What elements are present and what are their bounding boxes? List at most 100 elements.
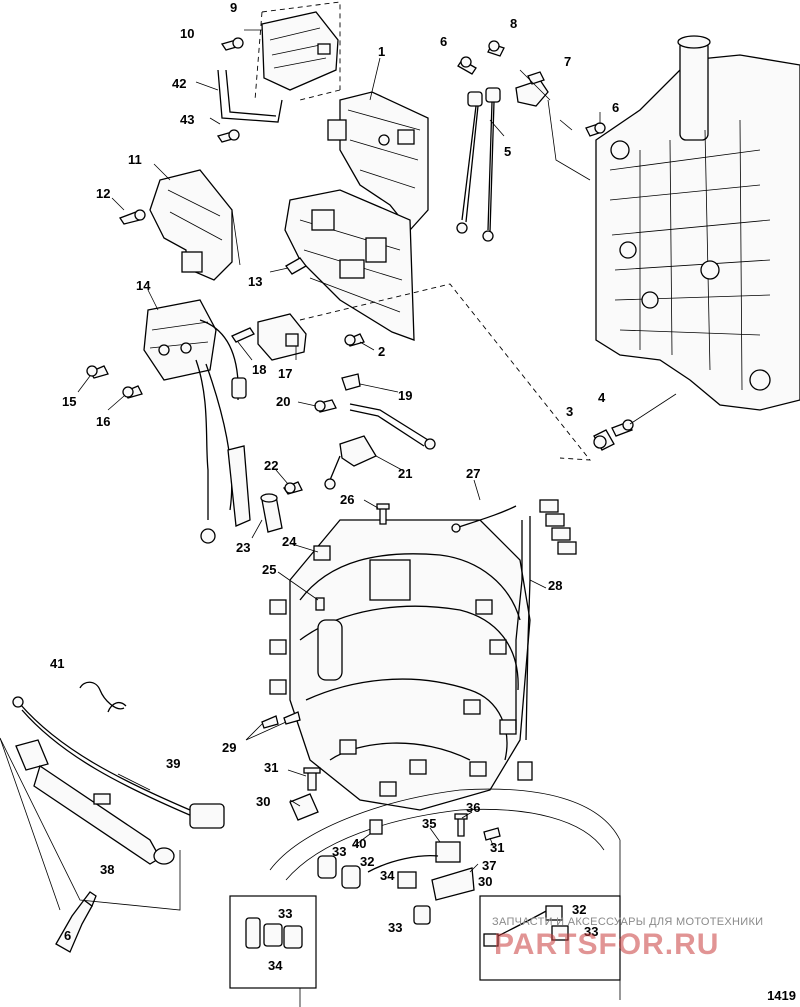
callout-30-left[interactable]: 30	[256, 794, 270, 809]
callout-33-inset-right[interactable]: 33	[584, 924, 598, 939]
electrical-bracket-assembly[interactable]	[284, 189, 415, 341]
callout-18[interactable]: 18	[252, 362, 266, 377]
callout-34-inset[interactable]: 34	[268, 958, 283, 973]
callout-23[interactable]: 23	[236, 540, 250, 555]
callout-32-main[interactable]: 32	[360, 854, 374, 869]
callout-24[interactable]: 24	[282, 534, 297, 549]
callout-36[interactable]: 36	[466, 800, 480, 815]
part-33-seal[interactable]	[413, 905, 431, 925]
part-40-clip[interactable]	[369, 819, 383, 835]
callout-41[interactable]: 41	[50, 656, 64, 671]
callout-33-main-left[interactable]: 33	[332, 844, 346, 859]
callout-30-right[interactable]: 30	[478, 874, 492, 889]
part-31-screw-a[interactable]	[303, 767, 321, 791]
callout-25[interactable]: 25	[262, 562, 276, 577]
callout-42[interactable]: 42	[172, 76, 186, 91]
part-38-adapter[interactable]	[15, 739, 175, 865]
part-3-grommet[interactable]	[593, 429, 615, 451]
callout-15[interactable]: 15	[62, 394, 76, 409]
part-2-screw[interactable]	[344, 333, 365, 347]
part-6-sealant-tube[interactable]	[55, 891, 97, 953]
part-25-clip[interactable]	[315, 597, 325, 611]
callout-14[interactable]: 14	[136, 278, 151, 293]
callout-19[interactable]: 19	[398, 388, 412, 403]
callout-32-inset[interactable]: 32	[572, 902, 586, 917]
part-43-screw[interactable]	[216, 129, 240, 143]
part-29-screws[interactable]	[261, 711, 301, 729]
part-41-clip[interactable]	[79, 681, 127, 713]
callout-16[interactable]: 16	[96, 414, 110, 429]
part-42-bracket[interactable]	[217, 69, 283, 123]
part-22-screw[interactable]	[283, 481, 303, 495]
callout-13[interactable]: 13	[248, 274, 262, 289]
callout-37[interactable]: 37	[482, 858, 496, 873]
part-6-screw-a[interactable]	[457, 56, 477, 75]
callout-38[interactable]: 38	[100, 862, 114, 877]
part-14-harness-block[interactable]	[143, 299, 247, 544]
callout-21[interactable]: 21	[398, 466, 412, 481]
part-23-boot[interactable]	[227, 445, 283, 533]
callout-26[interactable]: 26	[340, 492, 354, 507]
part-39-cable[interactable]	[12, 696, 225, 829]
part-30-bracket-a[interactable]	[289, 793, 319, 821]
part-9-module[interactable]	[254, 1, 341, 101]
part-19-bracket[interactable]	[341, 373, 361, 391]
callout-35[interactable]: 35	[422, 816, 436, 831]
part-34-connector-a[interactable]	[397, 871, 417, 889]
callout-39[interactable]: 39	[166, 756, 180, 771]
part-1-bracket[interactable]	[327, 91, 429, 232]
callout-33-inset-left[interactable]: 33	[278, 906, 292, 921]
callout-40[interactable]: 40	[352, 836, 366, 851]
callout-31-left[interactable]: 31	[264, 760, 278, 775]
callout-17[interactable]: 17	[278, 366, 292, 381]
callout-6-top[interactable]: 6	[440, 34, 447, 49]
callout-43[interactable]: 43	[180, 112, 194, 127]
part-8-screw[interactable]	[487, 40, 505, 57]
part-10-screw[interactable]	[220, 37, 244, 51]
callout-22[interactable]: 22	[264, 458, 278, 473]
callout-28[interactable]: 28	[548, 578, 562, 593]
part-11-coil-pack[interactable]	[149, 169, 241, 281]
callout-8[interactable]: 8	[510, 16, 517, 31]
callout-9[interactable]: 9	[230, 0, 237, 15]
callout-31-right[interactable]: 31	[490, 840, 504, 855]
part-18-screw[interactable]	[231, 327, 255, 343]
part-27-wire[interactable]	[451, 505, 517, 533]
part-17-relay[interactable]	[257, 313, 307, 361]
part-4-screw[interactable]	[611, 419, 634, 437]
part-28-harness[interactable]	[515, 499, 577, 781]
callout-1[interactable]: 1	[378, 44, 385, 59]
callout-6-right[interactable]: 6	[612, 100, 619, 115]
callout-10[interactable]: 10	[180, 26, 194, 41]
part-20-screw[interactable]	[314, 399, 337, 413]
callout-20[interactable]: 20	[276, 394, 290, 409]
part-26-screw[interactable]	[376, 503, 390, 525]
callout-27[interactable]: 27	[466, 466, 480, 481]
part-7-sensor[interactable]	[515, 71, 549, 107]
part-6-screw-b[interactable]	[585, 122, 606, 137]
part-15-screw[interactable]	[86, 365, 109, 379]
part-33-boot-left[interactable]	[317, 855, 361, 889]
callout-2[interactable]: 2	[378, 344, 385, 359]
part-36-screw[interactable]	[454, 813, 468, 837]
callout-12[interactable]: 12	[96, 186, 110, 201]
part-21-ground-strap[interactable]	[324, 403, 436, 490]
part-35-module[interactable]	[435, 841, 461, 863]
callout-7[interactable]: 7	[564, 54, 571, 69]
part-13-clip[interactable]	[285, 257, 307, 275]
callout-11[interactable]: 11	[128, 152, 142, 167]
callout-34-main[interactable]: 34	[380, 868, 395, 883]
part-32-wire[interactable]	[367, 854, 439, 873]
callout-29[interactable]: 29	[222, 740, 236, 755]
callout-3[interactable]: 3	[566, 404, 573, 419]
callout-4[interactable]: 4	[598, 390, 606, 405]
main-wiring-harness[interactable]	[269, 519, 531, 811]
callout-33-main-lower[interactable]: 33	[388, 920, 402, 935]
callout-6-tube[interactable]: 6	[64, 928, 71, 943]
callout-5[interactable]: 5	[504, 144, 511, 159]
part-12-screw[interactable]	[119, 209, 146, 225]
part-31-screw-b[interactable]	[483, 827, 501, 841]
part-5-harness[interactable]	[456, 87, 501, 242]
part-24-connector[interactable]	[313, 545, 331, 561]
part-16-screw[interactable]	[122, 385, 143, 399]
